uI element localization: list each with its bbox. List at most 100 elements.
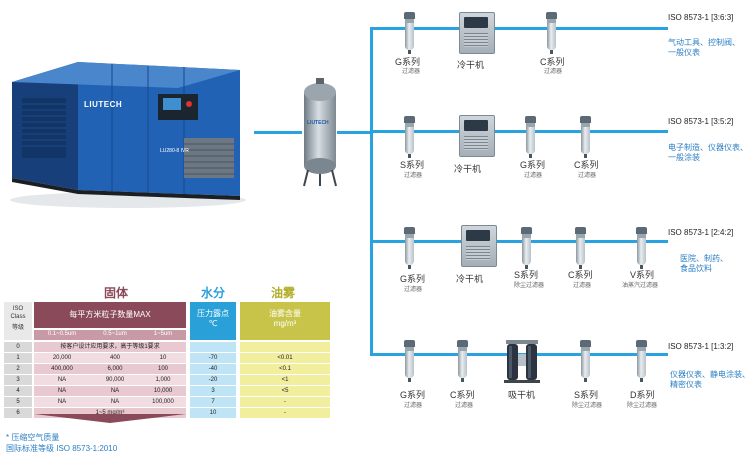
row4-item2-sub: 过滤器	[455, 403, 474, 409]
oil-cell: <5	[240, 386, 330, 396]
row2-application-line2: 一般涂装	[668, 153, 700, 162]
dewpoint-cell: 7	[190, 397, 236, 407]
particle-cell: 1,000	[140, 375, 186, 385]
branch-pipe-1	[370, 27, 668, 30]
particle-cell: 100,000	[140, 397, 186, 407]
oil-cell: <0.1	[240, 364, 330, 374]
size-col-1: 0.1~0.5um	[47, 331, 77, 337]
class-header-line3: 等级	[11, 325, 24, 331]
filter-icon	[525, 116, 536, 158]
refrigerated-dryer-icon	[459, 12, 495, 54]
size-col-2: 0.5~1um	[103, 331, 127, 337]
dewpoint-unit: ℃	[208, 319, 218, 328]
tank-outlet-pipe	[337, 131, 373, 134]
row3-item5-sub: 油蒸汽过滤器	[622, 283, 659, 289]
main-pipe	[254, 131, 302, 134]
row4-item4-sub: 除尘过滤器	[572, 403, 603, 409]
row3-item5-label: V系列	[630, 270, 655, 280]
particle-cell: 10,000	[140, 386, 186, 396]
oil-cell: <0.01	[240, 353, 330, 363]
oil-cell: -	[240, 408, 330, 418]
oil-cell	[240, 342, 330, 352]
size-col-3: 1~5um	[153, 331, 173, 337]
particle-cell: 10	[140, 353, 186, 363]
row4-iso: ISO 8573-1 [1:3:2]	[668, 342, 734, 351]
class-cell: 4	[4, 386, 32, 396]
quality-table-group: 固体 水分 油雾 每平方米粒子数量MAX 压力露点 ℃ 油雾含量 mg/m³ I…	[0, 282, 330, 432]
air-tank: LIUTECH	[300, 78, 340, 190]
class-cell: 3	[4, 375, 32, 385]
size-cols-block	[34, 330, 186, 340]
row4-application-line1: 仪器仪表、静电涂装、	[670, 370, 750, 379]
footnote-line1: * 压缩空气质量	[6, 433, 60, 442]
dewpoint-cell: 3	[190, 386, 236, 396]
branch-pipe-3	[370, 240, 668, 243]
filter-icon	[521, 227, 532, 269]
particles-header-block	[34, 302, 186, 328]
class-header-line1: ISO	[12, 306, 24, 312]
compressor-model: LU280-8 IVR	[160, 148, 189, 154]
row4-item5-sub: 除尘过滤器	[627, 403, 658, 409]
class-header-block	[4, 302, 32, 340]
class-header-line2: Class	[10, 314, 26, 320]
filter-icon	[580, 116, 591, 158]
filter-icon	[404, 227, 415, 269]
filter-icon	[636, 227, 647, 269]
particle-cell: 400	[90, 353, 140, 363]
dewpoint-header-block	[190, 302, 236, 340]
dewpoint-subheader: 压力露点	[197, 309, 229, 318]
row3-item4-sub: 过滤器	[573, 283, 592, 289]
particle-cell: 20,000	[34, 353, 90, 363]
class-cell: 2	[4, 364, 32, 374]
class0-note: 按客户设计应用要求，高于等级1要求	[34, 342, 186, 352]
riser-pipe	[370, 27, 373, 355]
class-cell: 5	[4, 397, 32, 407]
header-oil: 油雾	[270, 286, 295, 300]
row2-item1-label: S系列	[400, 160, 425, 170]
row1-item3-sub: 过滤器	[544, 69, 563, 75]
row1-application-line1: 气动工具、控制阀、	[668, 38, 740, 47]
row2-item3-label: G系列	[520, 160, 546, 170]
desiccant-dryer-icon	[502, 338, 542, 384]
row3-item2-label: 冷干机	[456, 274, 484, 284]
row4-item5-label: D系列	[630, 390, 655, 400]
row3-iso: ISO 8573-1 [2:4:2]	[668, 228, 734, 237]
row1-application-line2: 一般仪表	[668, 48, 700, 57]
dewpoint-cell: -70	[190, 353, 236, 363]
particle-cell: 6,000	[90, 364, 140, 374]
air-compressor: LIUTECH LU280-8 IVR	[8, 40, 248, 210]
filter-icon	[546, 12, 557, 54]
row4-application-line2: 精密仪表	[670, 380, 702, 389]
compressor-brand: LIUTECH	[84, 100, 123, 109]
footnote-line2: 国际标准等级 ISO 8573-1:2010	[6, 444, 118, 453]
header-water: 水分	[200, 286, 225, 300]
row2-iso: ISO 8573-1 [3:5:2]	[668, 117, 734, 126]
particle-cell: NA	[34, 386, 90, 396]
particle-cell: NA	[90, 397, 140, 407]
class-cell: 6	[4, 408, 32, 418]
row4-item1-label: G系列	[400, 390, 426, 400]
row1-item1-sub: 过滤器	[402, 69, 421, 75]
row3-item1-label: G系列	[400, 274, 426, 284]
row2-item1-sub: 过滤器	[404, 173, 423, 179]
branch-pipe-2	[370, 130, 668, 133]
row2-item3-sub: 过滤器	[524, 173, 543, 179]
filter-icon	[404, 116, 415, 158]
solid-arrow	[34, 414, 186, 423]
class6-note: 1~5 mg/m³	[34, 408, 186, 418]
row2-item2-label: 冷干机	[454, 164, 482, 174]
row3-item4-label: C系列	[568, 270, 593, 280]
oil-cell: -	[240, 397, 330, 407]
filter-icon	[404, 340, 415, 382]
filter-icon	[457, 340, 468, 382]
particle-cell: NA	[34, 375, 90, 385]
row1-item2-label: 冷干机	[457, 60, 485, 70]
row3-application-line1: 医院、制药、	[680, 254, 728, 263]
filter-icon	[575, 227, 586, 269]
row3-item1-sub: 过滤器	[404, 287, 423, 293]
tank-brand: LIUTECH	[307, 120, 329, 126]
row4-item3-label: 吸干机	[508, 390, 536, 400]
particle-cell: 400,000	[34, 364, 90, 374]
dewpoint-cell: 10	[190, 408, 236, 418]
row4-item1-sub: 过滤器	[404, 403, 423, 409]
